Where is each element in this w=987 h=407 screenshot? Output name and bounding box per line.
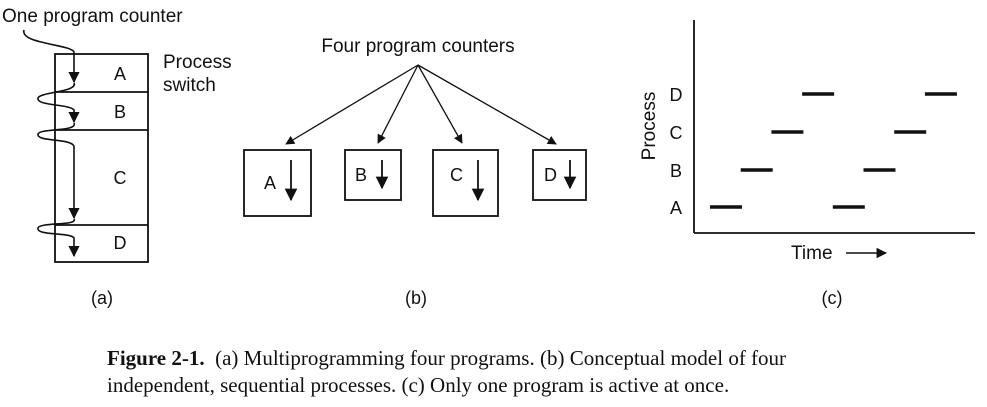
pc-path-d [37,218,80,258]
y-tick-label-c: C [670,123,683,143]
fan-arrow-b [377,64,419,144]
process-box-a [243,149,312,217]
pc-path-b [37,82,80,124]
panel-a-tag: (a) [91,288,113,308]
y-tick-label-a: A [670,198,682,218]
panel-b: Four program counters A B C D (b) [243,36,587,308]
timeline-segments [710,92,957,209]
panel-c-tag: (c) [822,288,843,308]
caption-label: Figure 2-1. [107,346,205,370]
segment-label-b: B [114,102,126,122]
y-tick-label-b: B [670,161,682,181]
process-box-c [432,149,499,217]
switch-label-line1: Process [163,52,232,73]
panel-b-title: Four program counters [321,36,514,57]
pointer-label: One program counter [2,6,183,27]
process-label-c: C [450,165,463,185]
pc-path-a [23,29,80,84]
caption-line-2: independent, sequential processes. (c) O… [107,373,730,397]
panel-b-tag: (b) [405,288,427,308]
process-label-d: D [544,165,557,185]
fan-arrow-d [417,64,557,145]
x-axis-label: Time [791,243,833,264]
process-label-b: B [355,165,367,185]
process-label-a: A [264,173,276,193]
fan-arrow-a [285,64,419,145]
segment-label-c: C [114,168,127,188]
fan-arrow-c [417,64,463,144]
y-tick-label-d: D [670,85,683,105]
memory-column [54,53,149,263]
segment-label-a: A [114,64,126,84]
process-box-b [344,149,402,201]
caption-text-1: (a) Multiprogramming four programs. (b) … [215,346,787,370]
panel-a: One program counter Process switch A B C… [2,6,232,308]
pc-path-c [37,122,80,220]
segment-label-d: D [114,233,127,253]
process-box-d [532,149,587,201]
figure-caption: Figure 2-1. (a) Multiprogramming four pr… [107,345,967,399]
switch-label-line2: switch [163,75,216,96]
caption-line-1: Figure 2-1. (a) Multiprogramming four pr… [107,345,967,372]
y-axis-label: Process [639,92,660,161]
